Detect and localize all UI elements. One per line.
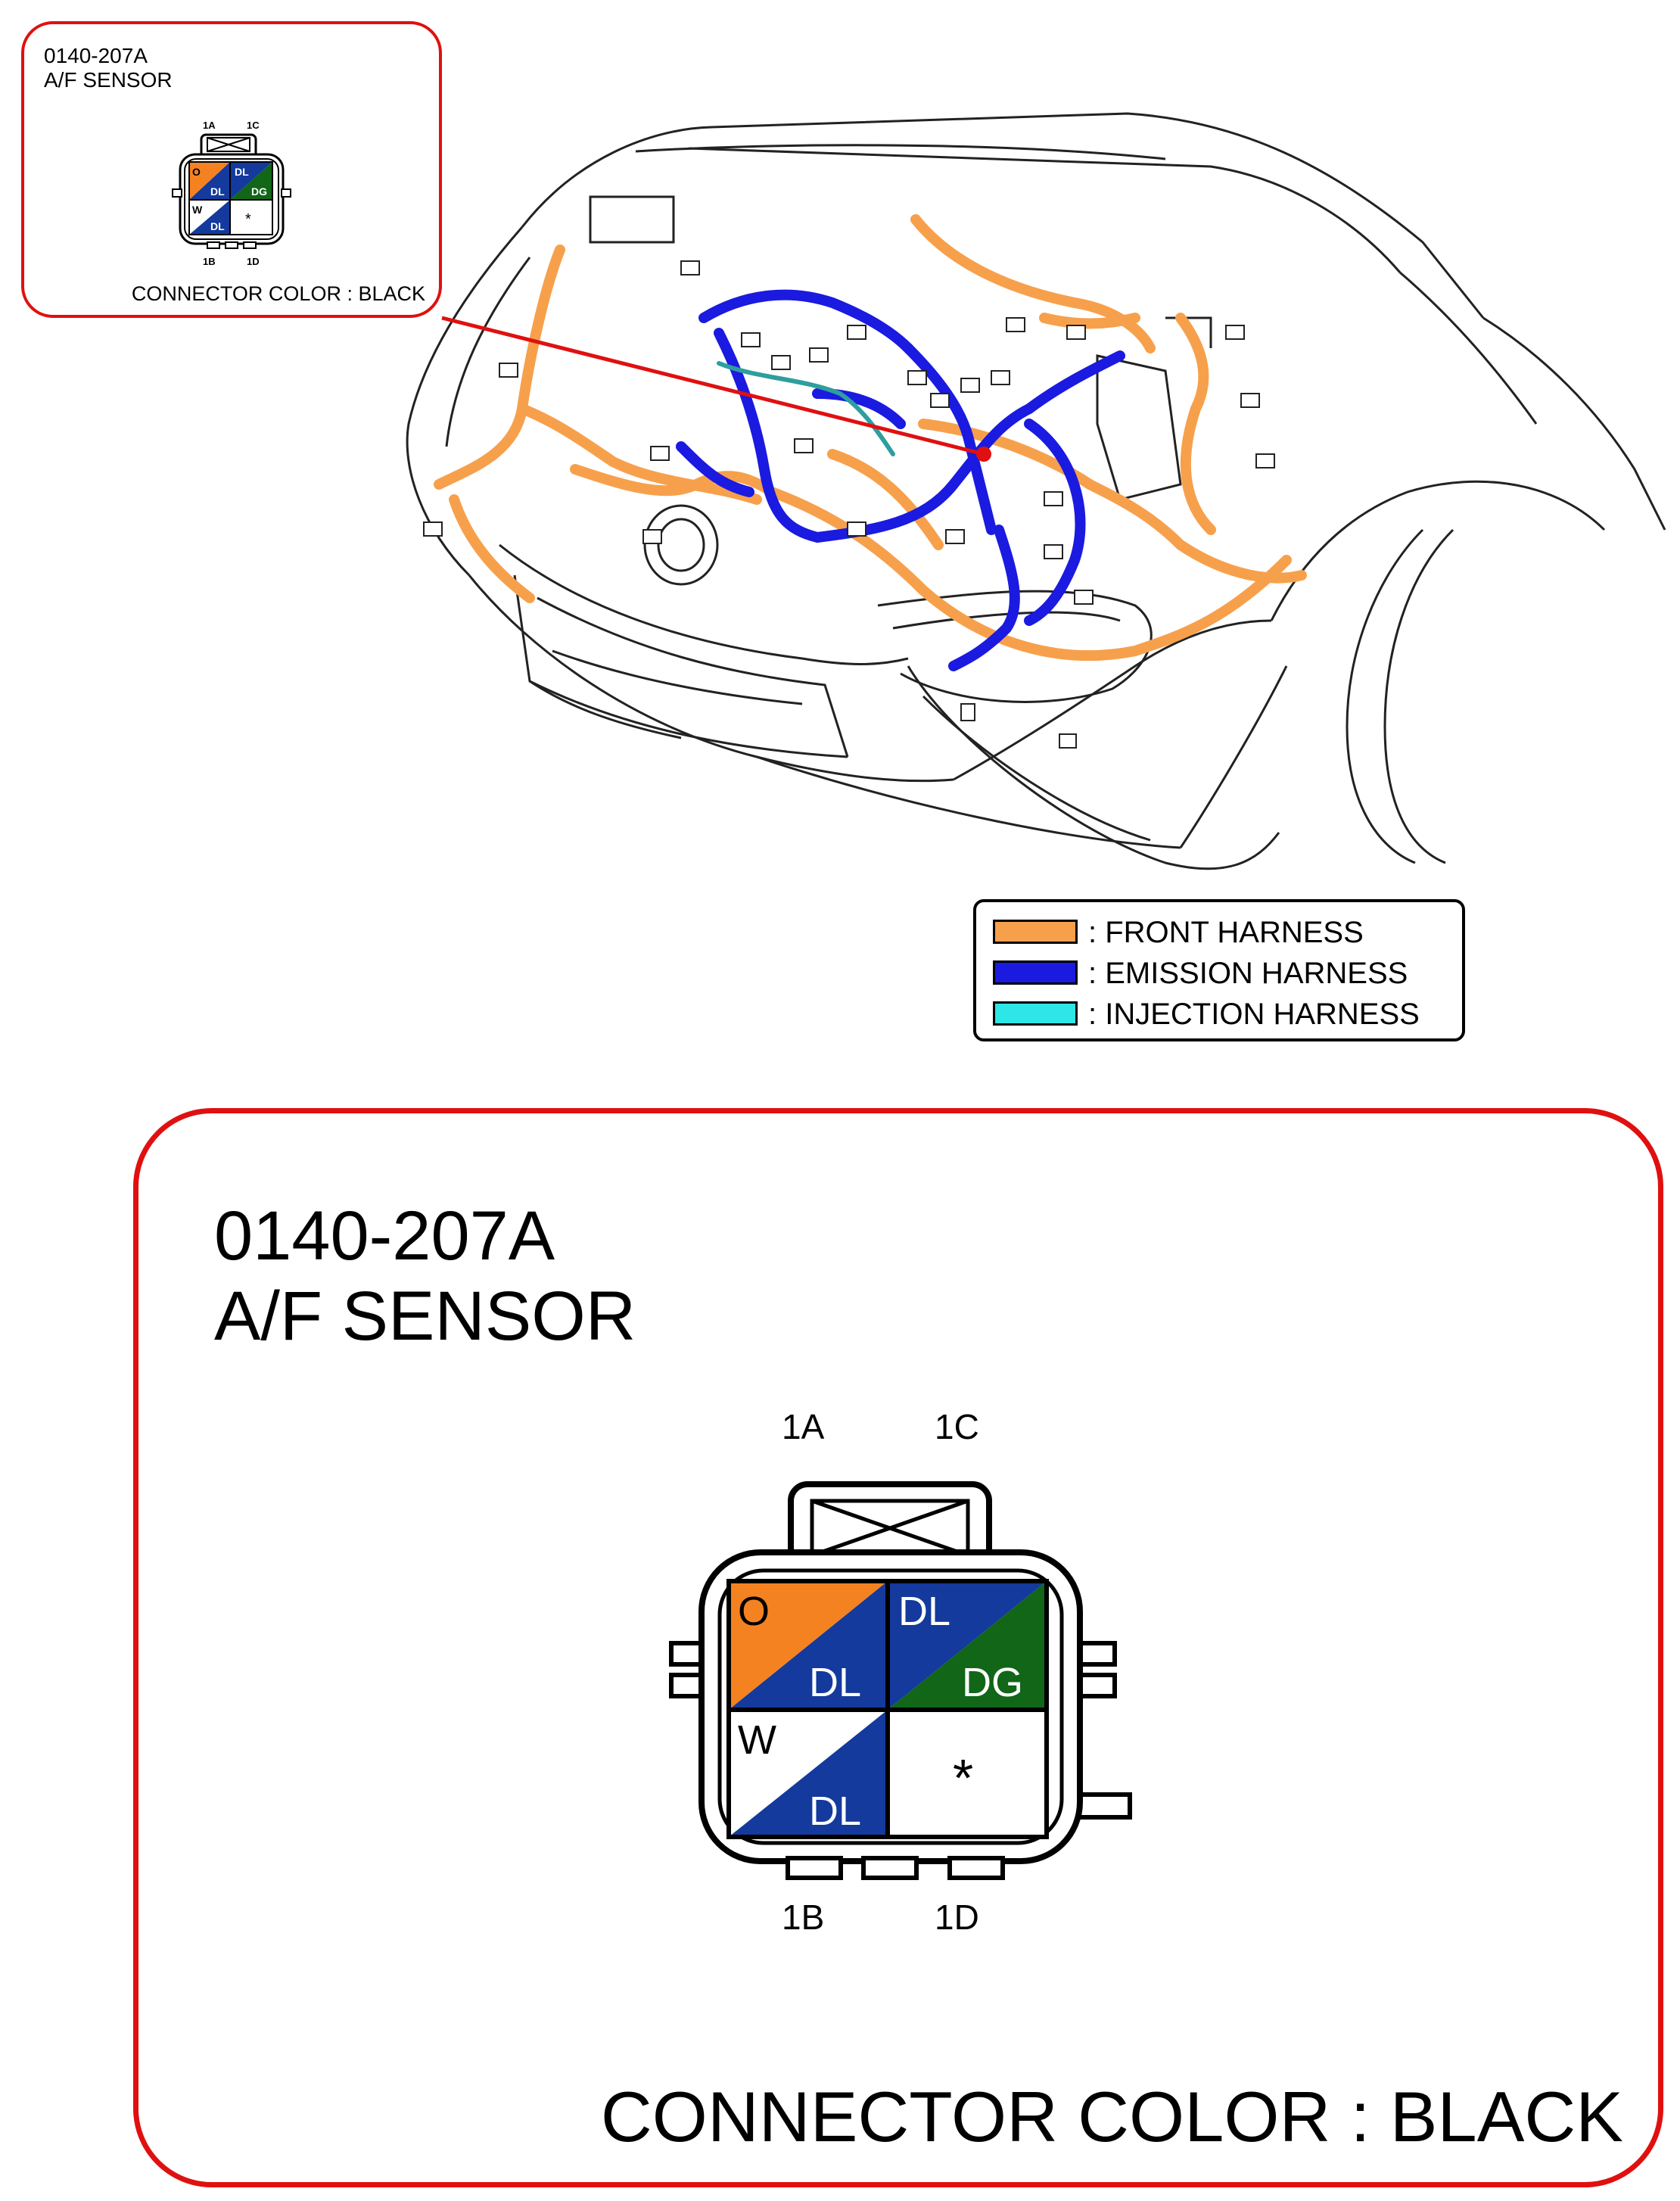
mini-connector-name: A/F SENSOR xyxy=(44,68,173,92)
mini-wire-1b-bottom: DL xyxy=(210,220,225,232)
wire-1c-color-top: DL xyxy=(898,1589,950,1634)
connector-name: A/F SENSOR xyxy=(214,1278,636,1355)
wire-1c-color-bottom: DG xyxy=(962,1660,1023,1705)
car-body-outline xyxy=(406,112,1666,870)
harness-legend: : FRONT HARNESS : EMISSION HARNESS : INJ… xyxy=(973,899,1465,1041)
cavity-1c: DL DG xyxy=(888,1581,1047,1710)
wire-1b-color-top: W xyxy=(738,1717,776,1763)
mini-wire-1b-top: W xyxy=(192,204,203,216)
mini-wire-1c-top: DL xyxy=(235,166,249,178)
wire-1d-symbol: * xyxy=(953,1748,973,1807)
callout-leader-line xyxy=(441,316,985,456)
mini-pin-label-1d: 1D xyxy=(247,256,260,267)
connector-location-marker xyxy=(976,447,991,462)
mini-connector-code: 0140-207A xyxy=(44,44,148,67)
front-harness-wiring xyxy=(434,214,1307,662)
wire-1a-color-bottom: DL xyxy=(809,1660,861,1705)
pin-label-1b: 1B xyxy=(782,1897,824,1937)
mini-wire-1a-bottom: DL xyxy=(210,185,225,198)
wire-1a-color-top: O xyxy=(738,1589,770,1634)
wire-1b-color-bottom: DL xyxy=(809,1789,861,1834)
legend-swatch-blue xyxy=(993,960,1078,985)
mini-wire-1d-symbol: * xyxy=(245,211,251,228)
mini-connector-color: CONNECTOR COLOR : BLACK xyxy=(131,282,425,305)
harness-connectors xyxy=(423,260,1275,749)
legend-swatch-cyan xyxy=(993,1001,1078,1026)
legend-label: : FRONT HARNESS xyxy=(1088,916,1364,949)
mini-pin-label-1c: 1C xyxy=(247,120,260,131)
cavity-1b: W DL xyxy=(729,1710,888,1837)
connector-code: 0140-207A xyxy=(214,1197,555,1275)
connector-color-label: CONNECTOR COLOR : BLACK xyxy=(600,2077,1623,2156)
connector-callout-small: 0140-207A A/F SENSOR 1A 1C O DL DL DG W … xyxy=(21,21,442,318)
legend-item-injection-harness: : INJECTION HARNESS xyxy=(993,998,1454,1031)
mini-pin-label-1b: 1B xyxy=(203,256,216,267)
connector-face-diagram: 1A 1C O DL DL DG xyxy=(669,1407,1132,1937)
mini-pin-label-1a: 1A xyxy=(203,120,216,131)
legend-label: : EMISSION HARNESS xyxy=(1088,957,1408,990)
pin-label-1c: 1C xyxy=(935,1407,979,1446)
mini-connector-diagram: 1A 1C O DL DL DG W DL * 1B 1D xyxy=(172,120,291,267)
legend-label: : INJECTION HARNESS xyxy=(1088,998,1420,1031)
injection-harness-wiring xyxy=(717,361,895,456)
mini-wire-1a-top: O xyxy=(192,166,201,178)
pin-label-1a: 1A xyxy=(782,1407,825,1446)
cavity-1a: O DL xyxy=(729,1581,888,1710)
legend-item-emission-harness: : EMISSION HARNESS xyxy=(993,957,1454,990)
engine-bay-harness-illustration xyxy=(406,112,1666,870)
legend-swatch-orange xyxy=(993,920,1078,944)
mini-wire-1c-bottom: DG xyxy=(251,185,267,198)
pin-label-1d: 1D xyxy=(935,1897,979,1937)
legend-item-front-harness: : FRONT HARNESS xyxy=(993,916,1454,949)
connector-callout-large: 0140-207A A/F SENSOR 1A 1C O DL xyxy=(133,1108,1663,2187)
cavity-1d: * xyxy=(888,1710,1047,1837)
